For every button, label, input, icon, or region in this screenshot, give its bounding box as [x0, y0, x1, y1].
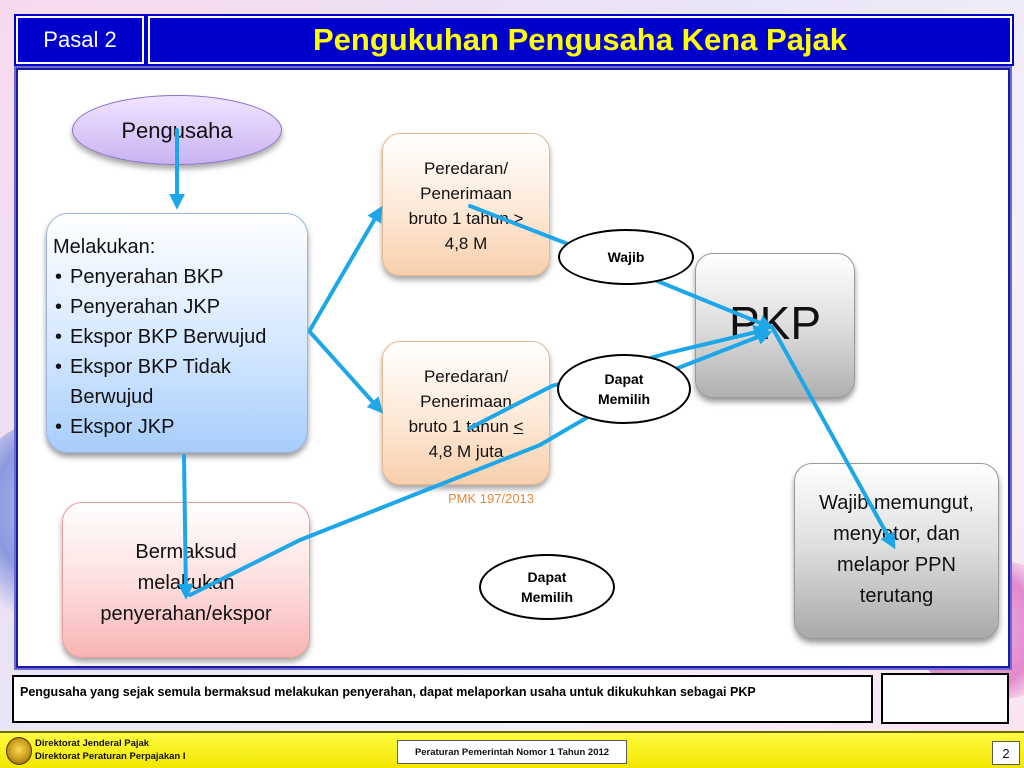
turnover-low-line: Peredaran/ — [423, 367, 509, 386]
label-optional-line: Dapat — [527, 569, 567, 585]
turnover-low-line: 4,8 M juta — [428, 442, 504, 461]
activity-item: Ekspor JKP — [53, 412, 297, 442]
node-obligation: Wajib memungut, menyetor, dan melapor PP… — [794, 463, 999, 639]
obligation-line: menyetor, dan — [833, 523, 960, 545]
djp-logo-icon — [6, 737, 32, 765]
note-side-box — [881, 673, 1009, 724]
activity-item: Penyerahan JKP — [53, 292, 297, 322]
node-pengusaha: Pengusaha — [72, 95, 282, 165]
slide-title: Pengukuhan Pengusaha Kena Pajak — [148, 16, 1012, 64]
label-mandatory: Wajib — [558, 229, 694, 285]
turnover-low-text: bruto 1 tahun — [408, 417, 514, 436]
explanatory-note: Pengusaha yang sejak semula bermaksud me… — [12, 675, 873, 723]
page-number: 2 — [992, 741, 1020, 765]
turnover-low-line: Penerimaan — [420, 392, 512, 411]
activities-list: Penyerahan BKP Penyerahan JKP Ekspor BKP… — [53, 262, 297, 442]
activity-item: Ekspor BKP Tidak Berwujud — [53, 352, 297, 412]
intent-line: Bermaksud — [135, 541, 237, 563]
footer-organization: Direktorat Jenderal Pajak Direktorat Per… — [35, 737, 185, 763]
footer-org-line: Direktorat Peraturan Perpajakan I — [35, 751, 186, 762]
intent-line: penyerahan/ekspor — [100, 603, 272, 625]
node-intent: Bermaksud melakukan penyerahan/ekspor — [62, 502, 310, 658]
turnover-high-line: 4,8 M — [444, 234, 488, 253]
intent-line: melakukan — [137, 572, 235, 594]
label-optional-line: Memilih — [520, 589, 574, 605]
turnover-low-line: bruto 1 tahun < — [383, 414, 549, 439]
footer-org-line: Direktorat Jenderal Pajak — [35, 738, 150, 749]
label-optional-line: Dapat — [604, 371, 644, 387]
less-or-equal-symbol: < — [513, 417, 524, 436]
reference-label: PMK 197/2013 — [448, 491, 535, 506]
turnover-high-line: Penerimaan — [420, 184, 512, 203]
section-tag: Pasal 2 — [16, 16, 144, 64]
obligation-line: melapor PPN — [837, 554, 956, 576]
turnover-high-line: Peredaran/ — [423, 159, 509, 178]
node-pkp: PKP — [695, 253, 855, 398]
obligation-line: Wajib memungut, — [819, 492, 974, 514]
node-turnover-low: Peredaran/ Penerimaan bruto 1 tahun < 4,… — [382, 341, 550, 485]
activity-item: Ekspor BKP Berwujud — [53, 322, 297, 352]
label-optional-line: Memilih — [597, 391, 651, 407]
footer-regulation: Peraturan Pemerintah Nomor 1 Tahun 2012 — [397, 740, 627, 764]
node-turnover-high: Peredaran/ Penerimaan bruto 1 tahun > 4,… — [382, 133, 550, 276]
activities-heading: Melakukan: — [53, 236, 156, 258]
activity-item: Penyerahan BKP — [53, 262, 297, 292]
turnover-high-line: bruto 1 tahun > — [408, 209, 524, 228]
node-activities: Melakukan: Penyerahan BKP Penyerahan JKP… — [46, 213, 308, 453]
obligation-line: terutang — [859, 585, 934, 607]
